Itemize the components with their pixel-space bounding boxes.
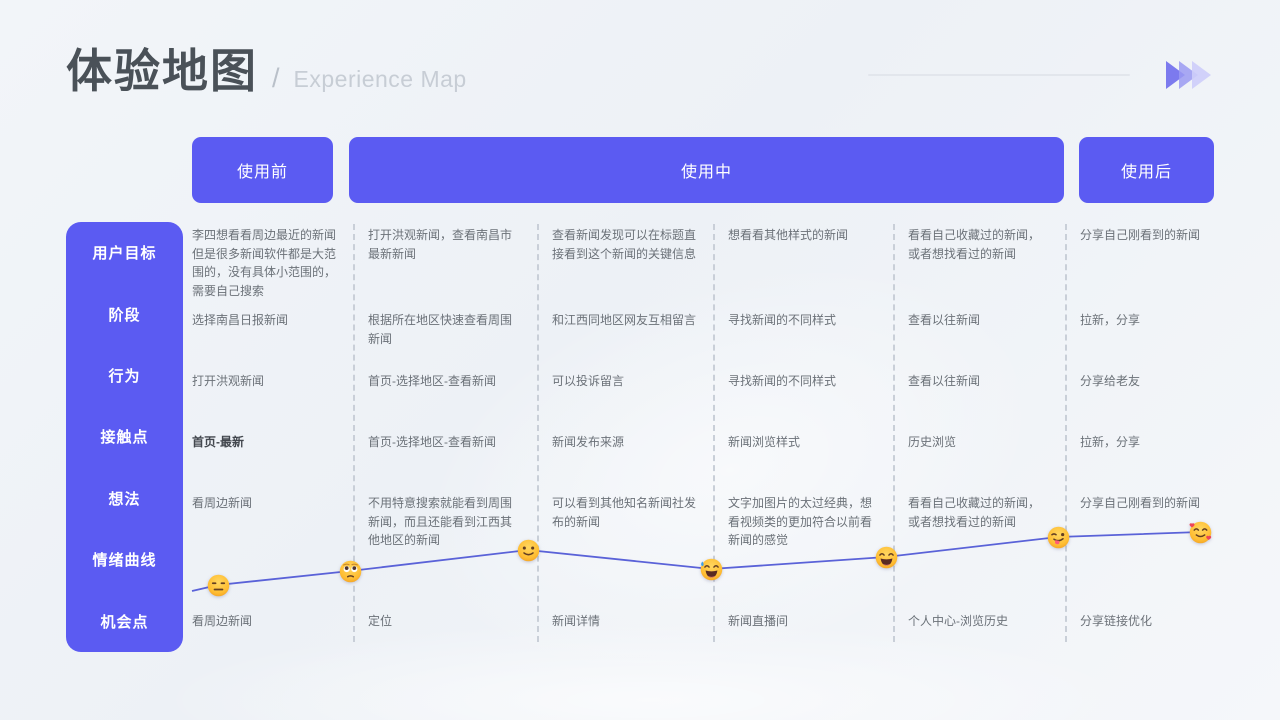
row-opportunities: 看周边新闻 定位 新闻详情 新闻直播间 个人中心-浏览历史 分享链接优化 [192, 612, 1214, 631]
cell-stage-4: 寻找新闻的不同样式 [728, 313, 837, 327]
cell-touchpoint-2: 首页-选择地区-查看新闻 [368, 435, 496, 449]
cell-behavior-6: 分享给老友 [1080, 374, 1141, 388]
cell-thought-6: 分享自己刚看到的新闻 [1080, 496, 1201, 510]
title-slash: / [272, 63, 280, 93]
cell-stage-3: 和江西同地区网友互相留言 [552, 313, 697, 327]
page-subtitle: Experience Map [293, 66, 467, 92]
cell-touchpoint-4: 新闻浏览样式 [728, 435, 801, 449]
cell-user-goal-1: 李四想看看周边最近的新闻但是很多新闻软件都是大范围的，没有具体小范围的，需要自己… [192, 228, 337, 298]
cell-behavior-5: 查看以往新闻 [908, 374, 981, 388]
sidebar-row-user-goals: 用户目标 [92, 245, 157, 263]
emotion-emoji-big-laugh [874, 545, 899, 570]
cell-opportunity-3: 新闻详情 [552, 614, 601, 628]
cell-user-goal-5: 看看自己收藏过的新闻，或者想找看过的新闻 [908, 228, 1041, 261]
cell-thought-4: 文字加图片的太过经典，想看视频类的更加符合以前看新闻的感觉 [728, 496, 873, 548]
cell-user-goal-2: 打开洪观新闻，查看南昌市最新新闻 [368, 228, 513, 261]
cell-behavior-3: 可以投诉留言 [552, 374, 625, 388]
phase-header-before-use: 使用前 [192, 137, 333, 203]
cell-user-goal-6: 分享自己刚看到的新闻 [1080, 228, 1201, 242]
sidebar-row-opportunities: 机会点 [100, 613, 149, 631]
phase-label: 使用中 [680, 164, 732, 181]
header-divider-line [868, 74, 1130, 76]
cell-behavior-1: 打开洪观新闻 [192, 374, 265, 388]
row-label-sidebar: 用户目标 阶段 行为 接触点 想法 情绪曲线 机会点 [66, 222, 183, 652]
cell-opportunity-6: 分享链接优化 [1080, 614, 1153, 628]
cell-behavior-4: 寻找新闻的不同样式 [728, 374, 837, 388]
column-divider [353, 224, 355, 642]
sidebar-row-touchpoints: 接触点 [100, 429, 149, 447]
phase-header-during-use: 使用中 [349, 137, 1064, 203]
cell-thought-2: 不用特意搜索就能看到周围新闻，而且还能看到江西其他地区的新闻 [368, 496, 513, 548]
sidebar-row-thoughts: 想法 [108, 490, 141, 508]
cell-stage-6: 拉新，分享 [1080, 313, 1141, 327]
sidebar-row-behavior: 行为 [108, 368, 141, 386]
fast-forward-arrows-icon [1166, 58, 1218, 97]
background-texture [150, 620, 1150, 720]
phase-label: 使用前 [236, 164, 288, 181]
column-divider [893, 224, 895, 642]
emotion-emoji-pleading [338, 559, 363, 584]
page-header: 体验地图 / Experience Map [66, 44, 467, 99]
cell-opportunity-1: 看周边新闻 [192, 614, 253, 628]
emotion-emoji-sweat-laugh [699, 557, 724, 582]
cell-user-goal-4: 想看看其他样式的新闻 [728, 228, 849, 242]
cell-thought-3: 可以看到其他知名新闻社发布的新闻 [552, 496, 697, 529]
page-title: 体验地图 [66, 45, 258, 97]
cell-stage-5: 查看以往新闻 [908, 313, 981, 327]
column-divider [1065, 224, 1067, 642]
cell-behavior-2: 首页-选择地区-查看新闻 [368, 374, 496, 388]
row-user-goals: 李四想看看周边最近的新闻但是很多新闻软件都是大范围的，没有具体小范围的，需要自己… [192, 226, 1214, 300]
emotion-emoji-slight-smile [516, 538, 541, 563]
row-touchpoints: 首页-最新 首页-选择地区-查看新闻 新闻发布来源 新闻浏览样式 历史浏览 拉新… [192, 433, 1214, 452]
cell-opportunity-4: 新闻直播间 [728, 614, 789, 628]
cell-stage-2: 根据所在地区快速查看周围新闻 [368, 313, 513, 346]
cell-touchpoint-6: 拉新，分享 [1080, 435, 1141, 449]
column-divider [537, 224, 539, 642]
cell-thought-5: 看看自己收藏过的新闻，或者想找看过的新闻 [908, 496, 1041, 529]
sidebar-row-emotion-curve: 情绪曲线 [92, 552, 157, 570]
row-behavior: 打开洪观新闻 首页-选择地区-查看新闻 可以投诉留言 寻找新闻的不同样式 查看以… [192, 372, 1214, 391]
cell-opportunity-2: 定位 [368, 614, 393, 628]
cell-user-goal-3: 查看新闻发现可以在标题直接看到这个新闻的关键信息 [552, 228, 697, 261]
phase-label: 使用后 [1120, 164, 1172, 181]
cell-thought-1: 看周边新闻 [192, 496, 253, 510]
cell-touchpoint-3: 新闻发布来源 [552, 435, 625, 449]
emotion-emoji-expressionless [206, 573, 231, 598]
cell-touchpoint-1: 首页-最新 [192, 435, 244, 449]
cell-opportunity-5: 个人中心-浏览历史 [908, 614, 1008, 628]
emotion-emoji-hearts [1188, 520, 1213, 545]
row-stage: 选择南昌日报新闻 根据所在地区快速查看周围新闻 和江西同地区网友互相留言 寻找新… [192, 311, 1214, 348]
emotion-emoji-wink-tongue [1046, 525, 1071, 550]
phase-header-after-use: 使用后 [1079, 137, 1214, 203]
column-divider [713, 224, 715, 642]
cell-touchpoint-5: 历史浏览 [908, 435, 957, 449]
cell-stage-1: 选择南昌日报新闻 [192, 313, 289, 327]
sidebar-row-stage: 阶段 [108, 306, 141, 324]
